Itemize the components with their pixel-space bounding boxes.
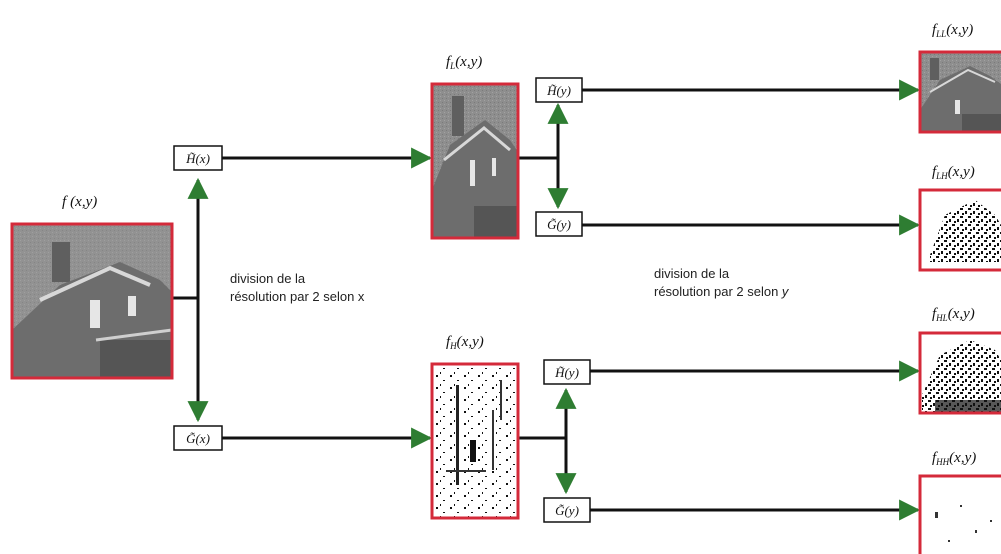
filter-gx-label: G̃(x): [186, 431, 210, 446]
image-input: [12, 224, 172, 378]
filter-hy-bottom: H̃(y): [544, 360, 590, 384]
label-flh: fLH(x,y): [932, 164, 975, 181]
image-fl: [432, 84, 518, 238]
caption-x-line2: résolution par 2 selon x: [230, 289, 365, 304]
caption-x-line1: division de la: [230, 271, 306, 286]
caption-y-line2: résolution par 2 selon y: [654, 284, 790, 299]
filter-gy-top-label: G̃(y): [547, 217, 571, 232]
caption-y: division de la résolution par 2 selon y: [654, 266, 790, 299]
caption-y-line1: division de la: [654, 266, 730, 281]
image-fh: [432, 364, 518, 518]
label-input: f(x,y): [62, 194, 97, 210]
label-fhl: fHL(x,y): [932, 306, 975, 323]
label-fh: fH(x,y): [446, 334, 484, 351]
label-fhh: fHH(x,y): [932, 450, 976, 467]
house-picture: [12, 224, 172, 378]
filter-hy-top-label: H̃(y): [546, 83, 571, 98]
filter-gy-top: G̃(y): [536, 212, 582, 236]
image-fhl: [920, 333, 1001, 413]
image-fll: [920, 52, 1001, 132]
filter-gy-bottom: G̃(y): [544, 498, 590, 522]
filter-gy-bottom-label: G̃(y): [555, 503, 579, 518]
label-fl: fL(x,y): [446, 54, 482, 71]
label-fll: fLL(x,y): [932, 22, 973, 39]
filter-hy-bottom-label: H̃(y): [554, 365, 579, 380]
image-fhh: [920, 476, 1001, 554]
filter-gx: G̃(x): [174, 426, 222, 450]
image-flh: [920, 190, 1001, 270]
filter-hy-top: H̃(y): [536, 78, 582, 102]
caption-x: division de la résolution par 2 selon x: [230, 271, 365, 304]
filter-hx: H̃(x): [174, 146, 222, 170]
filter-hx-label: H̃(x): [185, 151, 210, 166]
